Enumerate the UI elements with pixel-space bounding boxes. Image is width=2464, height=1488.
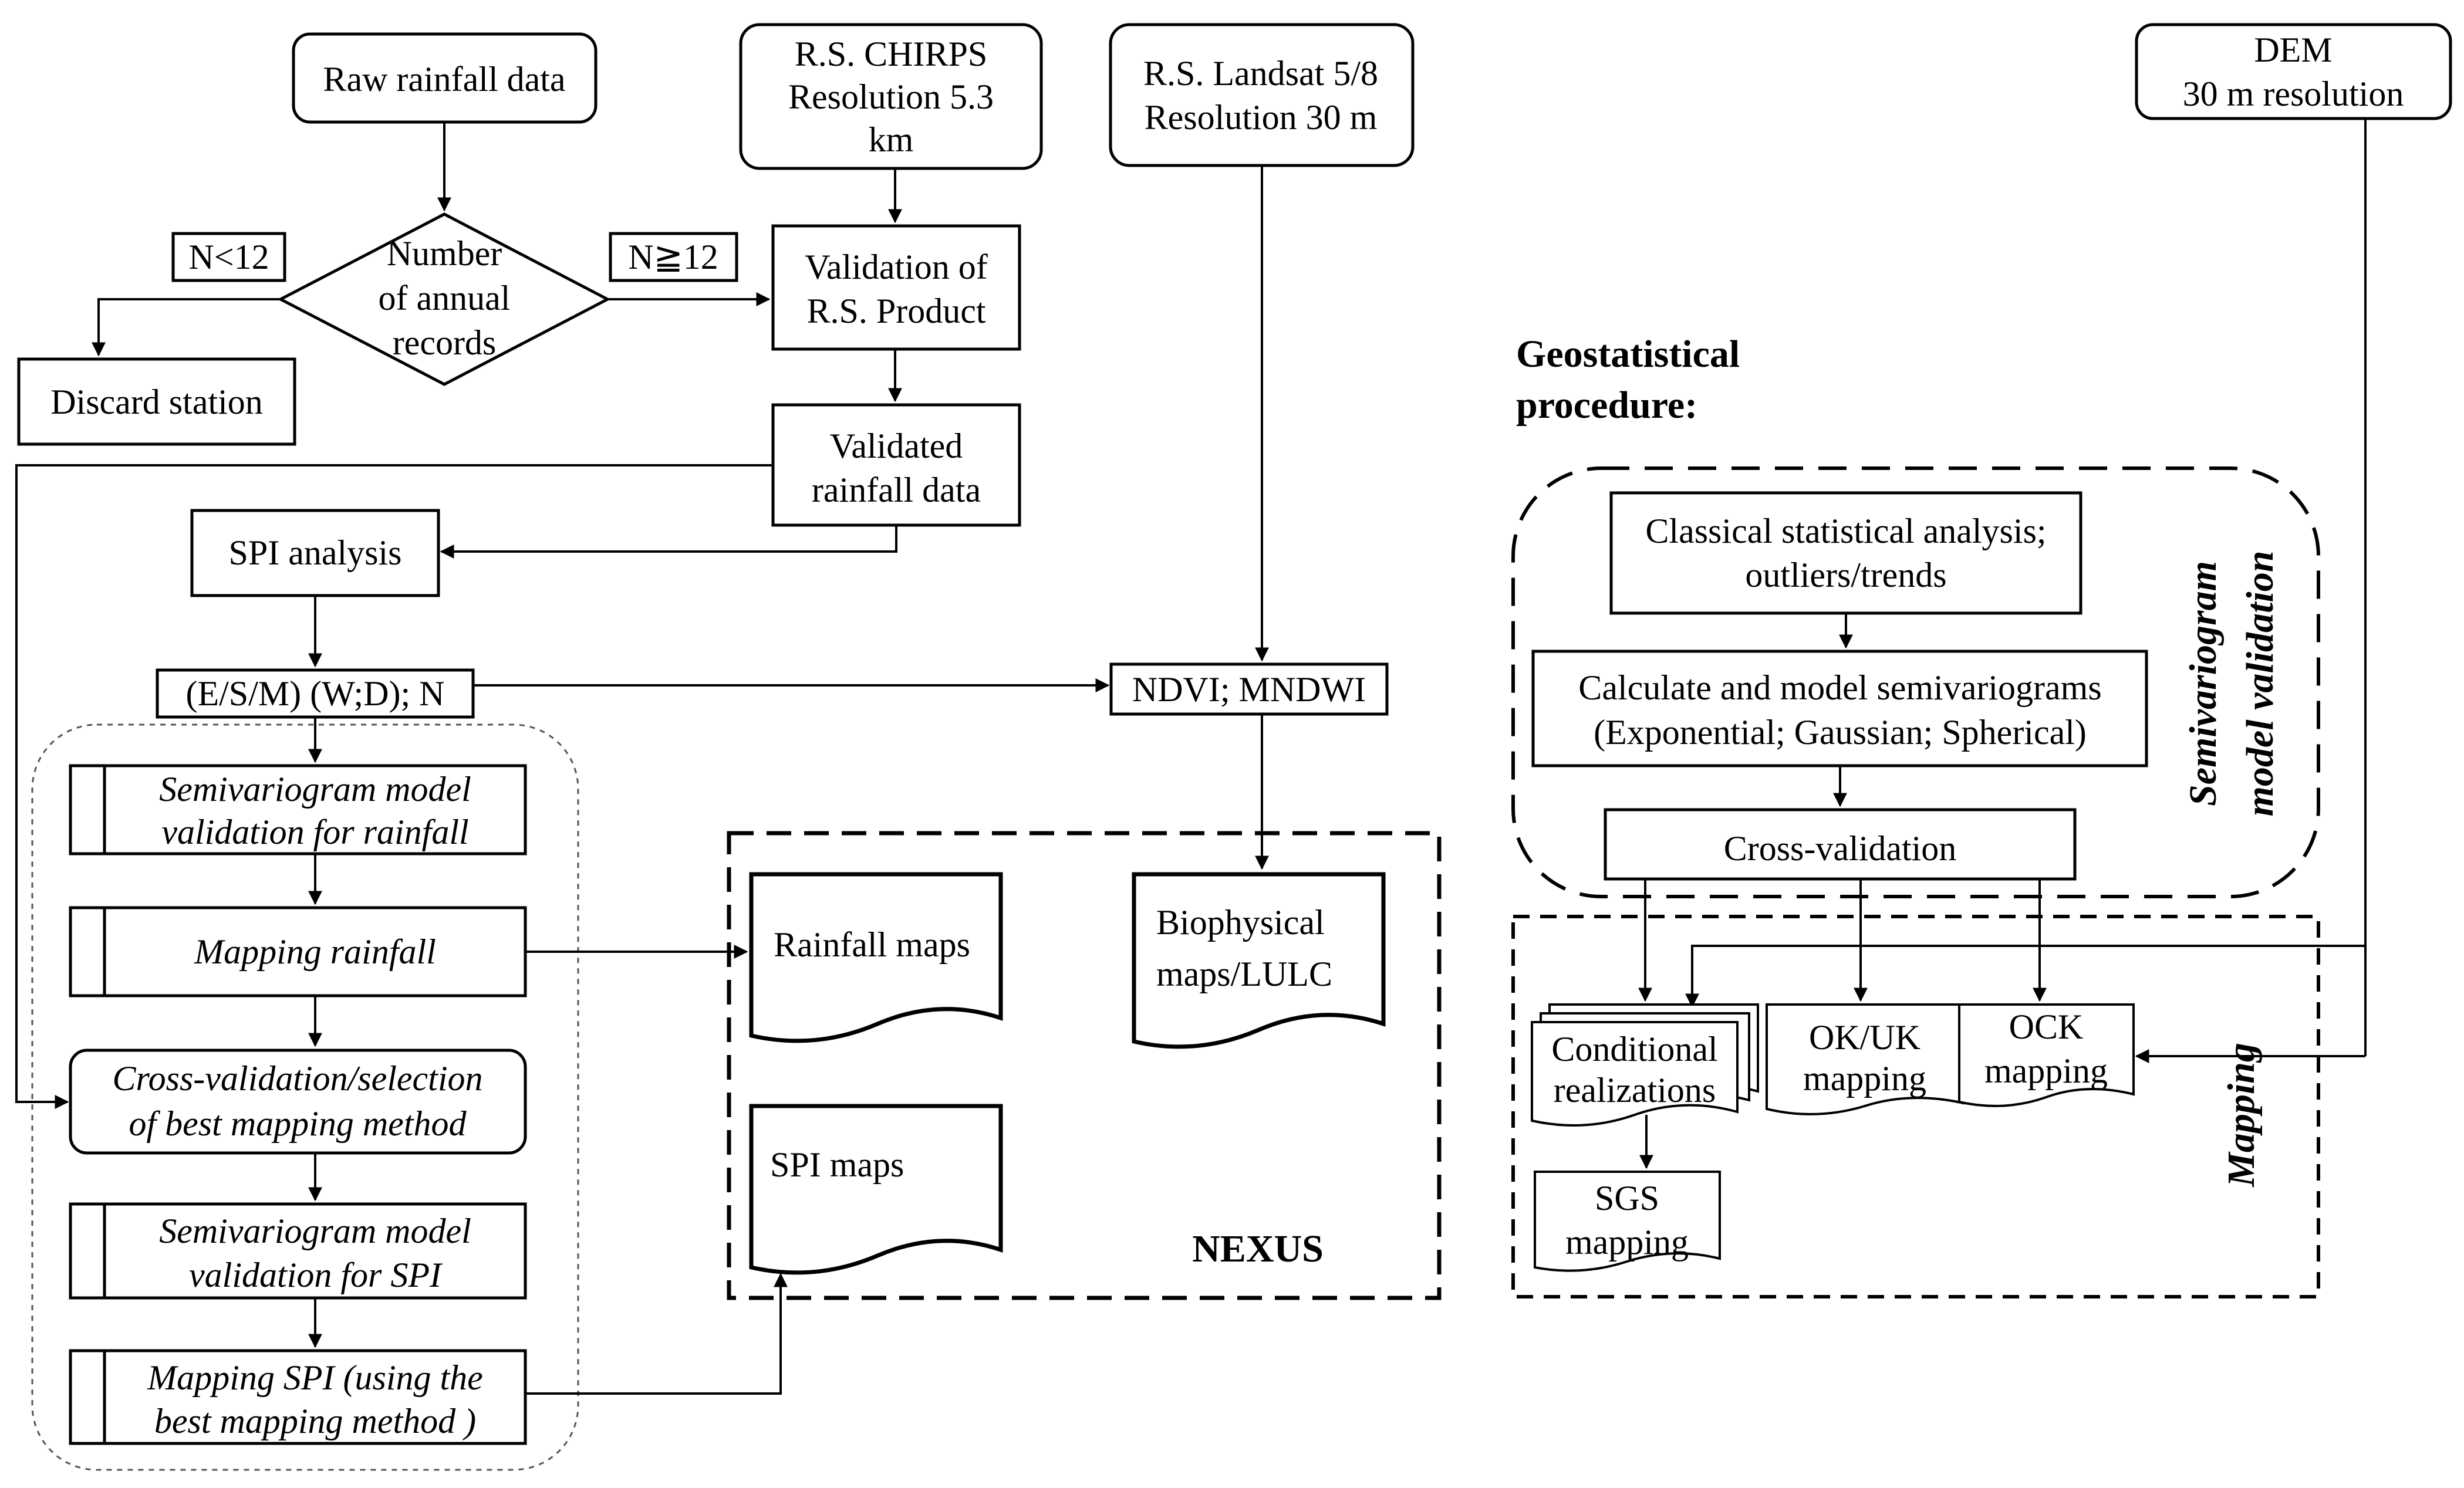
cross-validation-selection-line-2: of best mapping method [129, 1104, 467, 1143]
mapping-spi-line-1: Mapping SPI (using the [147, 1358, 483, 1397]
cross-validation-selection-box: Cross-validation/selection of best mappi… [69, 1049, 527, 1155]
decision-line-3: records [393, 323, 497, 362]
conditional-realizations-line-2: realizations [1554, 1071, 1716, 1110]
cross-validation-label: Cross-validation [1724, 829, 1957, 868]
semivariogram-rainfall-box: Semivariogram model validation for rainf… [69, 764, 527, 855]
semivariogram-spi-line-1: Semivariogram model [159, 1212, 471, 1250]
condition-right-label: N≧12 [628, 238, 718, 276]
sgs-mapping-doc: SGS mapping [1534, 1171, 1721, 1272]
mapping-spi-line-2: best mapping method ) [154, 1402, 476, 1440]
geostat-title-line-1: Geostatistical [1516, 333, 1740, 376]
mapping-rainfall-label: Mapping rainfall [194, 932, 436, 971]
dem-box: DEM 30 m resolution [2135, 23, 2452, 120]
dem-line-2: 30 m resolution [2183, 75, 2404, 113]
conditional-realizations-docs: Conditional realizations [1531, 1003, 1759, 1127]
chirps-line-1: R.S. CHIRPS [795, 35, 987, 73]
semivariograms-line-1: Calculate and model semivariograms [1578, 668, 2101, 707]
okuk-mapping-line-1: OK/UK [1809, 1018, 1920, 1057]
decision-diamond: Number of annual records [277, 212, 611, 386]
dem-line-1: DEM [2254, 31, 2332, 69]
semivariogram-rainfall-line-2: validation for rainfall [161, 813, 468, 851]
classical-analysis-box: Classical statistical analysis; outliers… [1609, 491, 2082, 615]
mapping-spi-box: Mapping SPI (using the best mapping meth… [69, 1349, 527, 1445]
rainfall-maps-doc: Rainfall maps [749, 872, 1003, 1043]
sgs-mapping-line-2: mapping [1565, 1223, 1689, 1262]
ndvi-label: NDVI; MNDWI [1132, 670, 1366, 709]
spi-output-box: (E/S/M) (W;D); N [156, 668, 475, 719]
chirps-box: R.S. CHIRPS Resolution 5.3 km [739, 23, 1043, 170]
biophysical-maps-line-2: maps/LULC [1156, 955, 1332, 993]
landsat-line-2: Resolution 30 m [1145, 98, 1378, 137]
discard-station-label: Discard station [50, 383, 263, 421]
raw-rainfall-label: Raw rainfall data [323, 60, 565, 99]
discard-station-box: Discard station [17, 357, 296, 446]
spi-analysis-label: SPI analysis [228, 533, 401, 572]
semivariogram-rainfall-line-1: Semivariogram model [159, 770, 471, 809]
sgs-mapping-line-1: SGS [1595, 1179, 1659, 1218]
biophysical-maps-doc: Biophysical maps/LULC [1132, 872, 1386, 1049]
landsat-box: R.S. Landsat 5/8 Resolution 30 m [1109, 23, 1415, 167]
validation-product-line-2: R.S. Product [806, 292, 985, 330]
semivariograms-box: Calculate and model semivariograms (Expo… [1531, 650, 2148, 767]
nexus-container [727, 831, 1442, 1300]
decision-line-2: of annual [379, 279, 511, 317]
cross-validation-box: Cross-validation [1604, 808, 2077, 881]
nexus-label: NEXUS [1192, 1227, 1324, 1270]
semivariogram-validation-container [1511, 466, 2320, 898]
classical-analysis-line-1: Classical statistical analysis; [1645, 512, 2046, 550]
condition-right-label-box: N≧12 [609, 232, 738, 282]
chirps-line-2: Resolution 5.3 [788, 77, 994, 116]
spi-workflow-container [31, 723, 579, 1471]
ock-mapping-doc: OCK mapping [1958, 1003, 2135, 1107]
classical-analysis-line-2: outliers/trends [1745, 556, 1946, 594]
validation-product-line-1: Validation of [805, 248, 988, 286]
semivariograms-line-2: (Exponential; Gaussian; Spherical) [1594, 713, 2087, 752]
mapping-label: Mapping [2220, 1043, 2263, 1188]
condition-left-label: N<12 [188, 238, 269, 276]
ock-mapping-line-2: mapping [1984, 1051, 2108, 1090]
mapping-rainfall-box: Mapping rainfall [69, 906, 527, 997]
chirps-line-3: km [869, 120, 914, 159]
validated-rainfall-line-2: rainfall data [812, 471, 981, 509]
ndvi-box: NDVI; MNDWI [1109, 662, 1389, 716]
biophysical-maps-line-1: Biophysical [1156, 903, 1325, 942]
spi-maps-label: SPI maps [770, 1145, 904, 1184]
landsat-line-1: R.S. Landsat 5/8 [1143, 54, 1378, 93]
validated-rainfall-box: Validated rainfall data [771, 403, 1021, 527]
raw-rainfall-box: Raw rainfall data [292, 32, 598, 124]
okuk-mapping-line-2: mapping [1803, 1059, 1926, 1098]
semivariogram-spi-box: Semivariogram model validation for SPI [69, 1202, 527, 1300]
validation-product-box: Validation of R.S. Product [771, 224, 1021, 351]
spi-analysis-box: SPI analysis [190, 509, 440, 597]
ock-mapping-line-1: OCK [2009, 1007, 2084, 1046]
decision-line-1: Number [387, 234, 502, 273]
semivariogram-spi-line-2: validation for SPI [189, 1256, 443, 1294]
okuk-mapping-doc: OK/UK mapping [1766, 1003, 1965, 1115]
geostat-title-line-2: procedure: [1516, 384, 1697, 427]
validated-rainfall-line-1: Validated [830, 427, 963, 465]
rainfall-maps-label: Rainfall maps [774, 925, 970, 964]
conditional-realizations-line-1: Conditional [1551, 1030, 1717, 1068]
condition-left-label-box: N<12 [171, 232, 286, 282]
semivariogram-validation-line-1: Semivariogram [2182, 561, 2225, 806]
semivariogram-validation-line-2: model validation [2239, 551, 2281, 817]
spi-output-label: (E/S/M) (W;D); N [185, 674, 444, 713]
cross-validation-selection-line-1: Cross-validation/selection [112, 1059, 482, 1098]
spi-maps-doc: SPI maps [749, 1104, 1003, 1275]
